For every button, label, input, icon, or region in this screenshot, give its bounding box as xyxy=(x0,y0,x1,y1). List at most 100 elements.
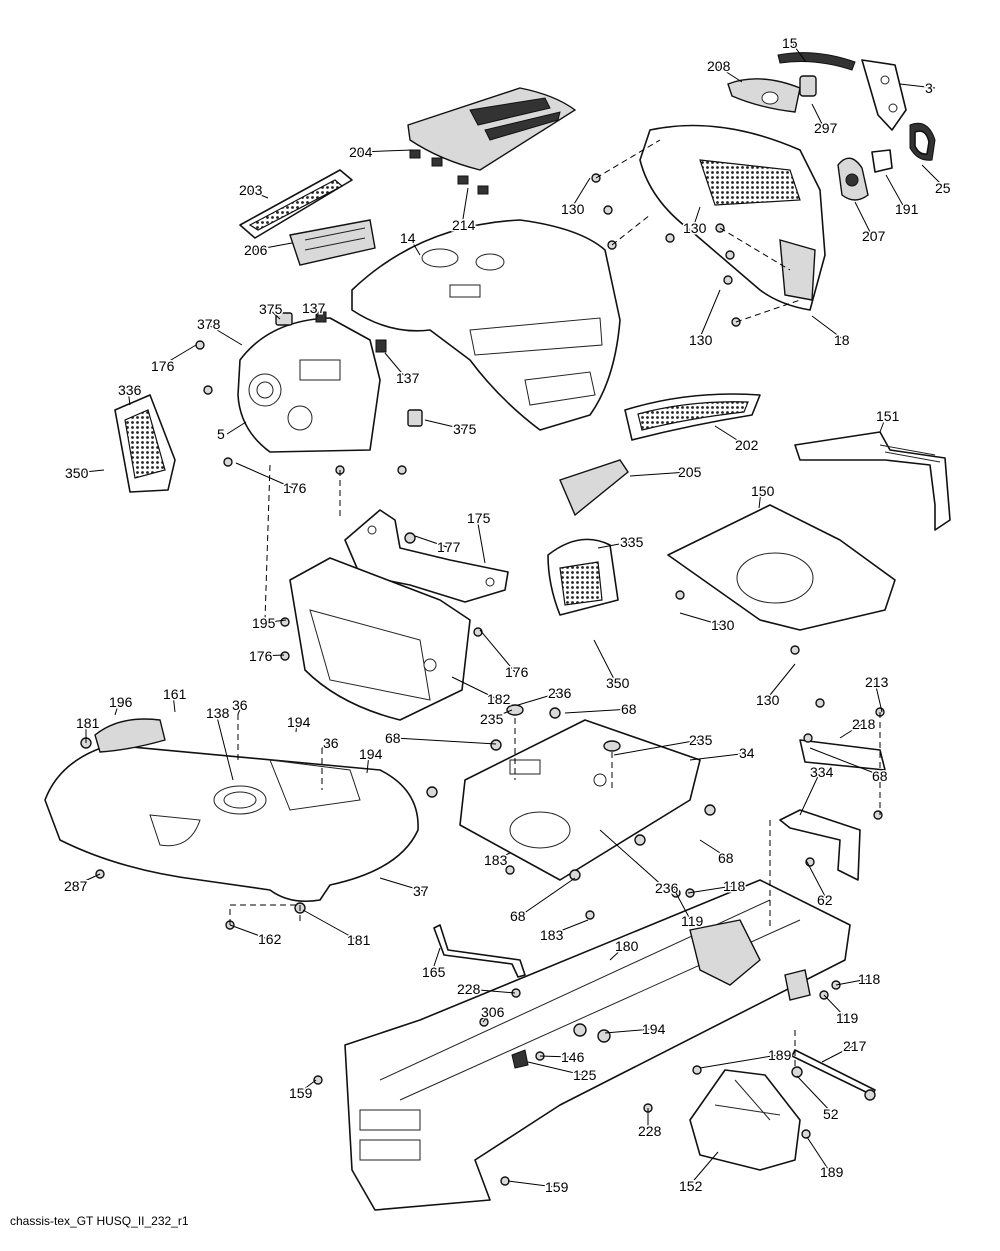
callout-175: 175 xyxy=(466,509,492,564)
callout-36: 36 xyxy=(231,696,250,715)
leader-line xyxy=(874,681,883,713)
callout-151: 151 xyxy=(875,407,901,433)
callout-number: 36 xyxy=(323,735,339,751)
part-375-cap xyxy=(275,312,423,427)
callout-number: 119 xyxy=(681,913,704,929)
callout-130: 130 xyxy=(682,206,708,238)
callout-208: 208 xyxy=(706,57,743,83)
leader-line xyxy=(409,237,421,256)
callout-number: 183 xyxy=(540,927,564,943)
leader-line xyxy=(160,344,197,367)
callout-375: 375 xyxy=(258,300,284,320)
callout-number: 151 xyxy=(876,408,900,424)
leader-line xyxy=(689,752,750,761)
callout-287: 287 xyxy=(63,873,101,896)
callout-176: 176 xyxy=(235,462,308,498)
leader-line xyxy=(854,201,873,237)
callout-number: 159 xyxy=(289,1085,313,1101)
callout-number: 68 xyxy=(510,908,526,924)
leader-line xyxy=(899,83,936,89)
leader-line xyxy=(811,315,845,341)
callout-205: 205 xyxy=(629,463,703,482)
leader-line xyxy=(489,709,513,720)
leader-line xyxy=(476,517,486,564)
part-203-grille xyxy=(239,169,353,239)
leader-line xyxy=(527,1061,584,1076)
callout-189: 189 xyxy=(806,1136,845,1182)
callout-number: 336 xyxy=(118,382,142,398)
callout-206: 206 xyxy=(243,241,293,260)
callout-150: 150 xyxy=(750,482,776,509)
callout-number: 206 xyxy=(244,242,268,258)
leader-line xyxy=(321,742,334,749)
callout-number: 375 xyxy=(259,301,283,317)
leader-line xyxy=(466,988,516,994)
callout-189: 189 xyxy=(699,1046,793,1069)
leader-line xyxy=(74,469,105,474)
callout-3: 3 xyxy=(899,79,936,98)
leader-line xyxy=(564,708,632,714)
leader-line xyxy=(482,1011,492,1023)
callout-number: 18 xyxy=(834,332,850,348)
callout-number: 130 xyxy=(711,617,735,633)
callout-number: 183 xyxy=(484,852,508,868)
leader-line xyxy=(298,1079,317,1094)
leader-line xyxy=(237,704,243,715)
callout-176: 176 xyxy=(479,629,530,682)
callout-number: 15 xyxy=(782,35,798,51)
callout-194: 194 xyxy=(286,713,312,733)
callout-number: 146 xyxy=(561,1049,585,1065)
leader-line xyxy=(698,289,721,341)
callout-118: 118 xyxy=(835,970,882,989)
callout-176: 176 xyxy=(248,647,285,666)
part-152-step xyxy=(689,1069,801,1171)
callout-196: 196 xyxy=(108,693,134,716)
callout-number: 25 xyxy=(935,180,951,196)
callout-number: 130 xyxy=(683,220,707,236)
callout-182: 182 xyxy=(451,676,512,709)
callout-number: 34 xyxy=(739,745,755,761)
leader-line xyxy=(758,490,762,509)
part-3-bracket xyxy=(861,59,907,131)
leader-line xyxy=(805,859,828,901)
callout-number: 180 xyxy=(615,938,639,954)
callout-number: 181 xyxy=(76,715,100,731)
leader-line xyxy=(629,471,689,477)
callout-number: 228 xyxy=(638,1123,662,1139)
callout-130: 130 xyxy=(755,663,796,710)
part-18-front-housing xyxy=(639,124,826,311)
callout-218: 218 xyxy=(839,715,877,739)
leader-line xyxy=(431,947,441,973)
callout-number: 175 xyxy=(467,510,491,526)
part-214-clips xyxy=(457,175,489,195)
callout-number: 52 xyxy=(823,1106,839,1122)
leader-line xyxy=(811,103,825,129)
leader-line xyxy=(268,308,281,320)
callout-119: 119 xyxy=(675,892,705,931)
leader-line xyxy=(791,42,807,63)
callout-5: 5 xyxy=(216,421,247,444)
callout-number: 118 xyxy=(723,878,746,894)
callout-236: 236 xyxy=(517,684,573,706)
callout-number: 287 xyxy=(64,878,88,894)
callout-number: 68 xyxy=(718,850,734,866)
callout-number: 3 xyxy=(925,80,933,96)
callout-68: 68 xyxy=(564,700,638,719)
part-191-clip xyxy=(871,149,893,173)
part-137-clip xyxy=(315,311,387,353)
callout-number: 37 xyxy=(413,883,429,899)
callout-number: 68 xyxy=(385,730,401,746)
callout-228: 228 xyxy=(637,1108,663,1141)
callout-15: 15 xyxy=(781,34,807,63)
leader-line xyxy=(261,619,287,624)
leader-line xyxy=(799,771,821,816)
callout-number: 236 xyxy=(548,685,572,701)
callout-138: 138 xyxy=(205,704,234,781)
part-180-frame xyxy=(344,879,851,1211)
part-336-side-panel xyxy=(114,394,176,493)
leader-line xyxy=(613,739,700,756)
leader-line xyxy=(127,389,131,406)
callout-number: 189 xyxy=(768,1047,792,1063)
leader-line xyxy=(379,877,424,892)
callout-number: 194 xyxy=(642,1021,666,1037)
